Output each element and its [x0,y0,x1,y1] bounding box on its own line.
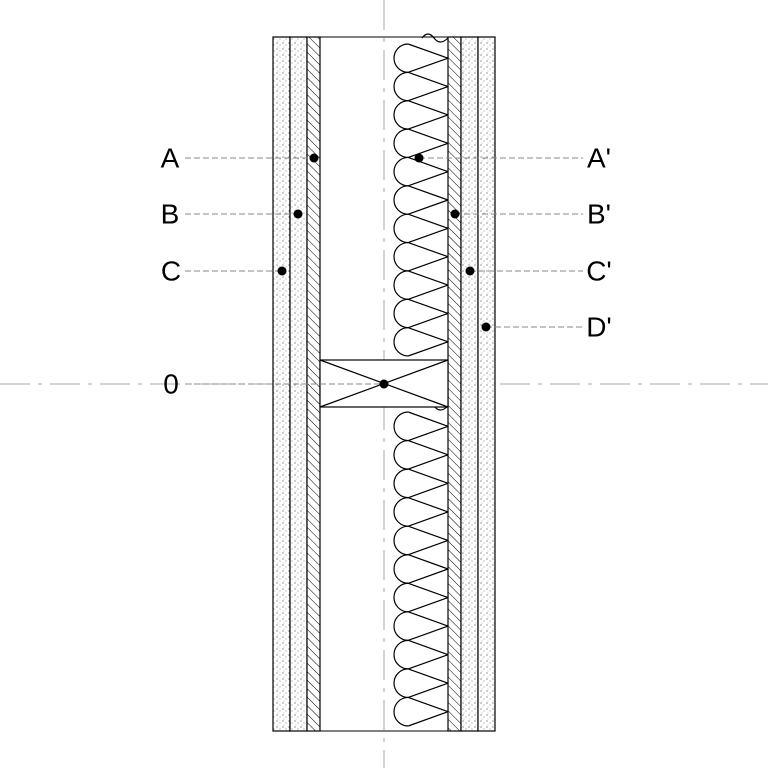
insulation-batt-upper [393,33,449,357]
right-outer-gypsum [477,36,496,732]
right-layers [447,36,496,732]
insulation-batt-lower [393,401,449,727]
measurement-points [277,153,491,389]
right-sheathing [447,36,462,732]
cavity-edges [320,36,448,732]
label-b: B [161,199,180,230]
label-b-prime: B' [587,199,611,230]
label-d-prime: D' [586,312,612,343]
point-0 [379,379,389,389]
label-a: A [161,143,180,174]
label-a-prime: A' [587,143,611,174]
right-inner-gypsum [460,36,479,732]
point-a [309,153,319,163]
point-b [293,209,303,219]
labels: A B C 0 A' B' C' D' [161,143,612,400]
leader-lines [185,157,583,385]
point-a-prime [414,153,424,163]
label-0: 0 [163,369,179,400]
point-d-prime [481,322,491,332]
label-c-prime: C' [586,256,612,287]
point-c [277,266,287,276]
point-b-prime [450,209,460,219]
point-c-prime [465,266,475,276]
label-c: C [161,256,181,287]
